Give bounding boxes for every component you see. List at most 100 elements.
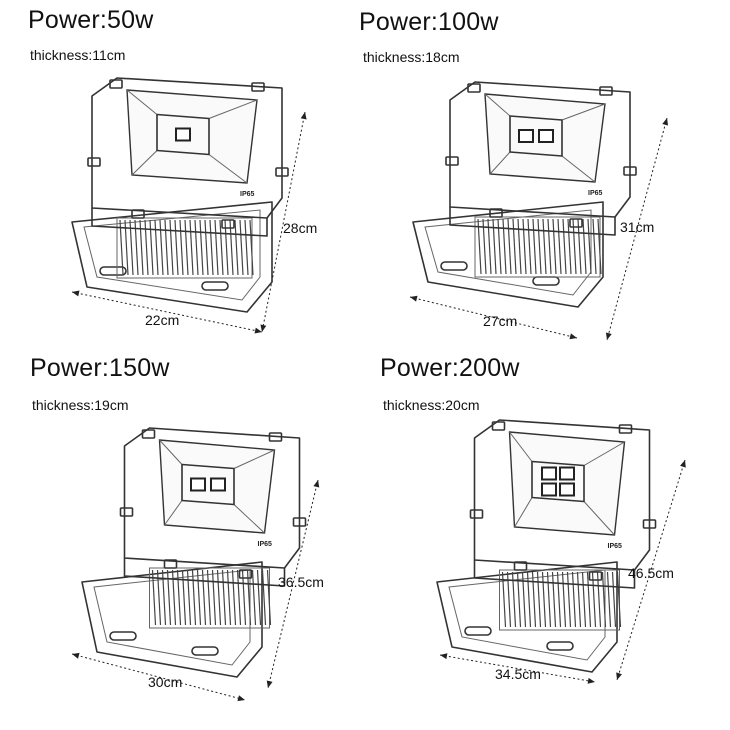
- heatsink-fin: [527, 218, 532, 275]
- arrowhead: [313, 480, 320, 488]
- led-chip: [559, 482, 575, 497]
- heatsink-fin: [236, 569, 242, 626]
- heatsink-fin: [501, 571, 507, 628]
- heatsink-fin: [591, 571, 597, 628]
- bracket-inner: [448, 569, 606, 661]
- heatsink-fin: [566, 571, 572, 628]
- arrowhead: [587, 677, 595, 684]
- product-200w: IP65 Power:200w thickness:20cm 34.5cm 46…: [355, 350, 720, 715]
- heatsink-fin: [189, 219, 194, 276]
- housing-clip: [292, 517, 307, 527]
- heatsink-fin: [144, 219, 149, 276]
- heatsink-fin: [159, 219, 164, 276]
- power-label: Power:200w: [380, 354, 520, 382]
- heatsink-fin: [199, 219, 204, 276]
- height-label: 28cm: [283, 220, 318, 236]
- bracket-inner: [93, 569, 251, 666]
- arrowhead: [72, 290, 80, 297]
- heatsink-fin: [507, 218, 512, 275]
- heatsink-fin: [562, 218, 567, 275]
- heatsink-fin: [522, 218, 527, 275]
- width-label: 22cm: [145, 312, 180, 328]
- heatsink-fin: [196, 569, 202, 626]
- heatsink-fin: [209, 219, 214, 276]
- heatsink-fin: [216, 569, 222, 626]
- heatsink-fin: [164, 219, 169, 276]
- led-chip: [559, 466, 575, 481]
- product-100w: IP65 Power:100w thickness:18cm 27cm 31cm: [355, 0, 720, 365]
- bracket-slot-left: [464, 626, 492, 636]
- heatsink-fin: [551, 571, 557, 628]
- heatsink-fin: [586, 571, 592, 628]
- reflector: [126, 89, 258, 184]
- heatsink-fin: [502, 218, 507, 275]
- heatsink-fin: [251, 569, 257, 626]
- heatsink-fin: [119, 219, 124, 276]
- led-chip: [538, 129, 554, 143]
- floodlight-150w-drawing: IP65: [71, 427, 320, 702]
- heatsink-fin: [557, 218, 562, 275]
- heatsink-fin: [206, 569, 212, 626]
- heatsink-fin: [531, 571, 537, 628]
- height-label: 36.5cm: [278, 574, 324, 590]
- heatsink-fin: [151, 569, 157, 626]
- heatsink-fin: [546, 571, 552, 628]
- housing-clip: [642, 519, 657, 529]
- heatsink-fin: [201, 569, 207, 626]
- housing-clip: [469, 509, 484, 519]
- heatsink-fin: [567, 218, 572, 275]
- heatsink-fin: [581, 571, 587, 628]
- led-chip: [190, 477, 206, 492]
- heatsink-fin: [517, 218, 522, 275]
- product-50w: IP65 Power:50w thickness:11cm 22cm 28cm: [0, 0, 365, 365]
- heatsink-fin: [606, 571, 612, 628]
- housing-clip: [588, 571, 603, 581]
- heatsink-fin: [234, 219, 239, 276]
- power-label: Power:100w: [359, 8, 499, 36]
- arrowhead: [254, 327, 262, 334]
- housing-edge: [91, 208, 268, 237]
- height-label: 31cm: [620, 219, 655, 235]
- ip-rating-badge: IP65: [588, 190, 603, 197]
- arrowhead: [266, 680, 273, 688]
- heatsink-fin: [571, 571, 577, 628]
- arrowhead: [72, 652, 80, 659]
- housing-clip: [87, 157, 101, 167]
- product-150w: IP65 Power:150w thickness:19cm 30cm 36.5…: [0, 350, 365, 715]
- ip-rating-badge: IP65: [608, 543, 623, 550]
- housing-clip: [467, 83, 481, 93]
- housing-clip: [268, 432, 283, 442]
- heatsink-fin: [587, 218, 592, 275]
- heatsink-fin: [214, 219, 219, 276]
- heatsink-fin: [221, 569, 227, 626]
- arrowhead: [680, 460, 686, 468]
- heatsink-fin: [179, 219, 184, 276]
- thickness-label: thickness:19cm: [32, 397, 129, 413]
- housing-clip: [109, 79, 123, 89]
- heatsink-fin: [552, 218, 557, 275]
- heatsink-fin: [244, 219, 249, 276]
- heatsink-fin: [616, 571, 622, 628]
- heatsink-fin: [561, 571, 567, 628]
- heatsink-fin: [592, 218, 597, 275]
- heatsink-fin: [597, 218, 602, 275]
- heatsink-fin: [477, 218, 482, 275]
- bracket-slot-right: [546, 641, 574, 651]
- housing-clip: [489, 208, 503, 218]
- power-label: Power:150w: [30, 354, 170, 382]
- heatsink-fin: [482, 218, 487, 275]
- reflector-facets: [484, 93, 606, 183]
- width-label: 30cm: [148, 674, 183, 690]
- heatsink-fin: [541, 571, 547, 628]
- led-plate: [531, 460, 585, 503]
- heatsink-fin: [191, 569, 197, 626]
- heatsink-fin: [537, 218, 542, 275]
- heatsink-fin: [154, 219, 159, 276]
- arrowhead: [569, 333, 577, 340]
- width-dimension-arrow: [71, 291, 263, 333]
- heatsink-fin: [536, 571, 542, 628]
- bracket-inner: [424, 209, 592, 296]
- heatsink-fin: [169, 219, 174, 276]
- bracket-slot-left: [99, 266, 127, 276]
- heatsink-fin: [572, 218, 577, 275]
